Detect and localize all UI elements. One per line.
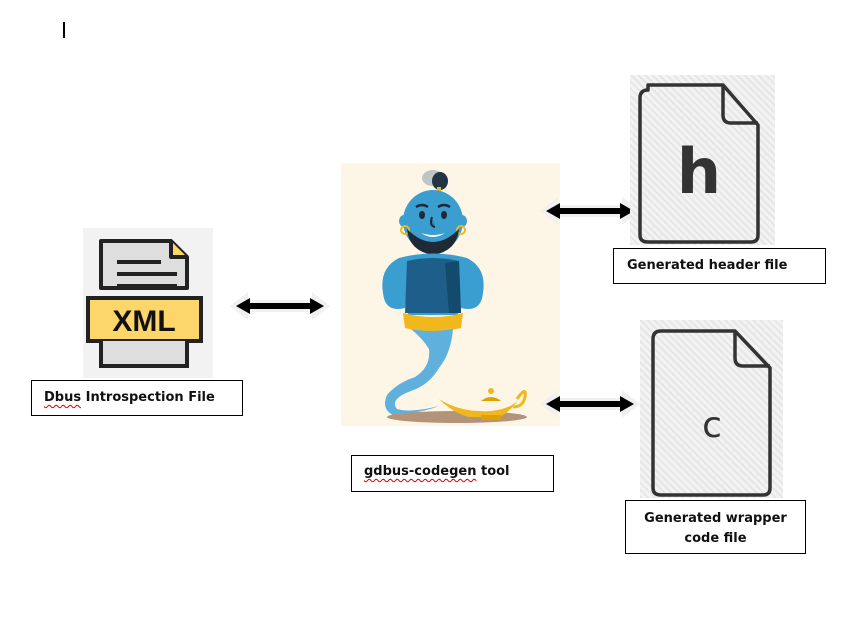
arrow-tool-header: [540, 197, 640, 225]
wrapper-label-line2: code file: [684, 531, 747, 546]
header-file-icon: h: [630, 75, 775, 245]
input-file-label: Dbus Introspection File: [31, 380, 243, 416]
header-icon-text: h: [677, 135, 721, 208]
wrapper-file-label: Generated wrapper code file: [625, 500, 806, 554]
header-label-text: Generated header file: [627, 258, 788, 273]
c-file-icon: c: [640, 320, 783, 498]
input-label-part1: Dbus: [44, 390, 82, 405]
tool-label-part1: gdbus-codegen: [364, 464, 477, 479]
tool-label: gdbus-codegen tool: [351, 455, 554, 492]
c-icon-text: c: [702, 405, 722, 446]
wrapper-label-line1: Generated wrapper: [644, 511, 787, 526]
input-label-part2: Introspection File: [81, 390, 215, 405]
arrow-tool-wrapper: [540, 390, 640, 418]
tool-label-part2: tool: [476, 464, 510, 479]
text-cursor: [63, 22, 65, 38]
arrow-input-tool: [230, 292, 330, 320]
xml-icon-text: XML: [112, 305, 175, 338]
xml-file-icon: XML: [83, 228, 213, 378]
genie-lamp-illustration: [341, 163, 560, 426]
header-file-label: Generated header file: [613, 248, 826, 284]
